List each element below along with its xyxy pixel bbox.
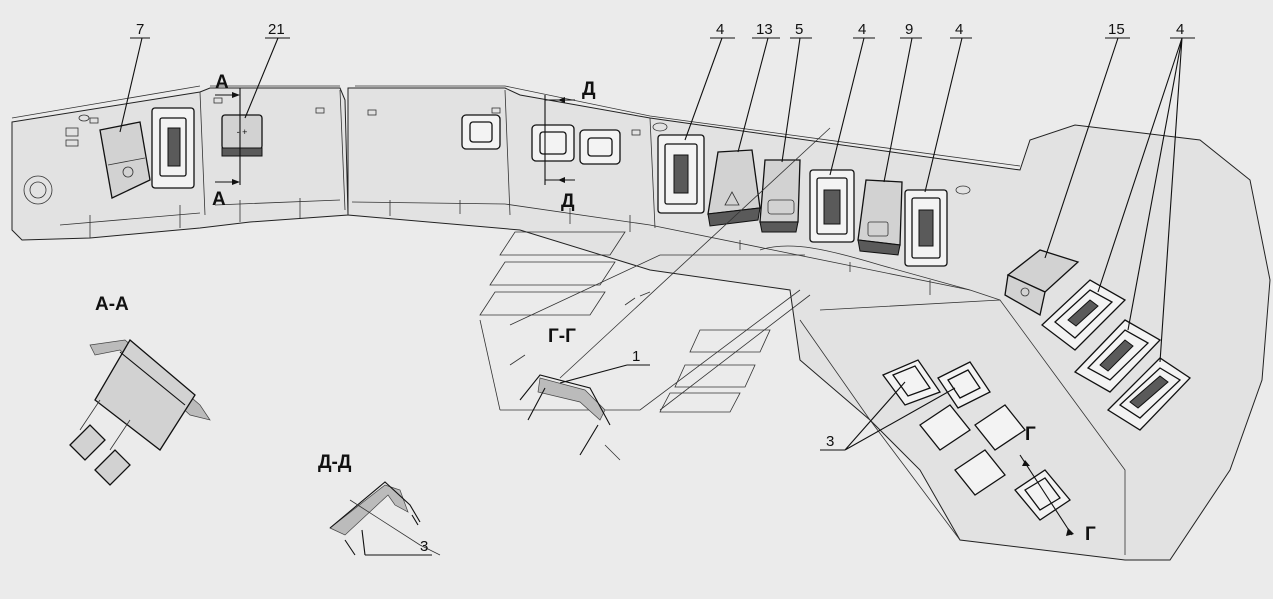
callout-4-a: 4 xyxy=(716,21,724,38)
section-gg-detail: Г-Г xyxy=(479,127,831,461)
section-aa-title: А-А xyxy=(95,294,129,315)
switch-7-rocker xyxy=(99,121,151,199)
section-d-bottom-label: Д xyxy=(561,191,575,212)
callout-21: 21 xyxy=(268,21,285,38)
section-dd-title: Д-Д xyxy=(318,452,352,473)
switch-d-pair xyxy=(531,124,621,165)
callout-leaders xyxy=(119,37,1195,556)
callout-9: 9 xyxy=(905,21,913,38)
switch-center-square xyxy=(461,114,501,150)
callout-4-d: 4 xyxy=(1176,21,1184,38)
section-a-marker: А А xyxy=(212,72,241,210)
callout-5: 5 xyxy=(795,21,803,38)
section-d-marker: Д Д xyxy=(544,79,596,212)
switch-13-hazard xyxy=(707,149,761,227)
switch-g-section: Г Г xyxy=(1014,424,1096,545)
callout-15: 15 xyxy=(1108,21,1125,38)
section-a-top-label: А xyxy=(215,72,229,93)
switch-9-rocker xyxy=(857,179,903,256)
switch-frame-left xyxy=(151,107,195,189)
callout-13: 13 xyxy=(756,21,773,38)
switch-21-battery: - + xyxy=(221,114,263,157)
section-d-top-label: Д xyxy=(582,79,596,100)
callout-4-c: 4 xyxy=(955,21,963,38)
svg-text:- +: - + xyxy=(237,127,248,137)
pod-buttons xyxy=(919,404,1026,496)
switch-4-c xyxy=(904,189,948,267)
callout-7: 7 xyxy=(136,21,144,38)
callout-4-b: 4 xyxy=(858,21,866,38)
section-a-bottom-label: А xyxy=(212,189,226,210)
section-gg-title: Г-Г xyxy=(548,326,576,347)
switch-15-rocker xyxy=(1004,249,1080,317)
section-aa-detail: А-А xyxy=(69,294,211,486)
callout-3-a: 3 xyxy=(826,433,834,450)
section-g-bottom-label: Г xyxy=(1085,524,1096,545)
switch-4-d-2 xyxy=(1073,319,1162,393)
section-g-top-label: Г xyxy=(1025,424,1036,445)
switch-4-b xyxy=(809,169,855,243)
callout-numbers: 7 21 4 13 5 4 9 4 15 4 3 1 3 xyxy=(136,21,1184,555)
switch-4-a xyxy=(657,134,705,214)
switch-3-pair xyxy=(881,359,991,409)
switch-5-foglight xyxy=(759,159,801,233)
section-dd-detail: Д-Д xyxy=(318,452,441,556)
callout-3-b: 3 xyxy=(420,538,428,555)
callout-1: 1 xyxy=(632,348,640,365)
switch-4-d-1 xyxy=(1040,279,1127,351)
switch-4-d-3 xyxy=(1106,357,1192,431)
